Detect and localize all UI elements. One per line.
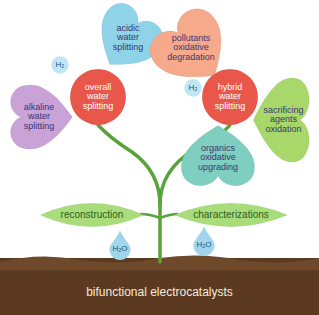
node-label: H₂O	[196, 233, 211, 249]
node-label: reconstruction	[61, 210, 124, 221]
petal-organics: organics oxidative upgrading	[178, 122, 258, 194]
node-label: sacrificing agents oxidation	[261, 106, 307, 134]
petal-alkaline: alkaline water splitting	[2, 82, 76, 152]
flower-center-outline	[202, 69, 258, 125]
h2-bubble: H₂	[184, 79, 202, 97]
node-label: organics oxidative upgrading	[192, 144, 244, 172]
soil-label-band-outline	[0, 270, 319, 315]
h2-bubble-outline	[51, 56, 68, 73]
soil-label-band: bifunctional electrocatalysts	[0, 270, 319, 315]
flower-center: overall water splitting	[69, 68, 127, 126]
petal-acidic: acidic water splitting	[93, 2, 163, 74]
node-label: H₂	[189, 84, 198, 92]
node-label: bifunctional electrocatalysts	[86, 286, 233, 299]
node-label: characterizations	[193, 210, 269, 221]
node-label: H₂O	[112, 237, 127, 253]
petal-sacrificing: sacrificing agents oxidation	[250, 74, 317, 166]
water-drop: H₂O	[192, 226, 216, 256]
flower-center: hybrid water splitting	[201, 68, 259, 126]
node-label: alkaline water splitting	[18, 103, 60, 131]
h2-bubble-outline	[184, 79, 201, 96]
node-label: hybrid water splitting	[207, 83, 253, 111]
leaf: reconstruction	[38, 196, 146, 234]
petal-organics-outline	[181, 126, 254, 186]
petal-sacrificing-outline	[253, 78, 309, 162]
water-drop-outline	[109, 231, 130, 261]
leaf: characterizations	[172, 196, 290, 234]
h2-bubble: H₂	[51, 56, 69, 74]
node-label: H₂	[56, 61, 65, 69]
node-label: pollutants oxidative degradation	[166, 34, 216, 62]
leaf-outline	[40, 203, 144, 227]
water-drop: H₂O	[108, 230, 132, 260]
leaf-outline	[174, 203, 287, 227]
left-stem	[98, 125, 160, 262]
flower-center-outline	[70, 69, 126, 125]
water-drop-outline	[193, 227, 214, 257]
node-label: overall water splitting	[75, 83, 121, 111]
petal-alkaline-outline	[11, 85, 73, 149]
node-label: acidic water splitting	[106, 24, 150, 52]
